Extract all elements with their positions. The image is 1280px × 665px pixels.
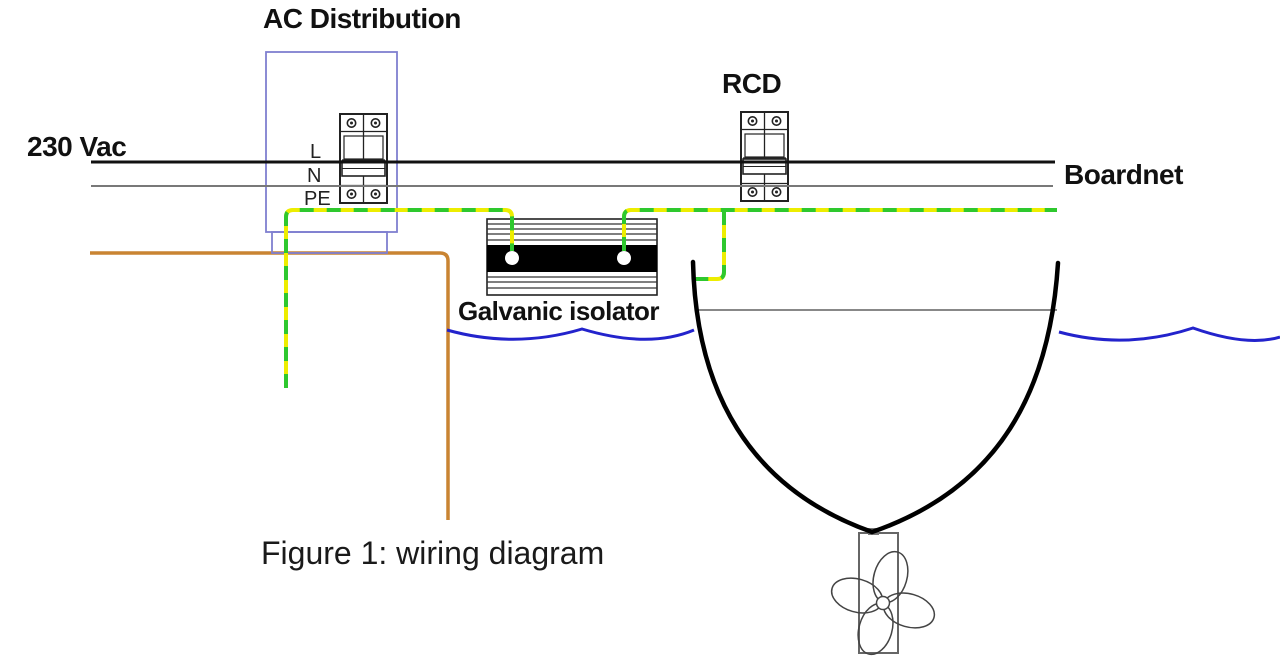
boat — [690, 259, 1061, 656]
pe-conductor-label: PE — [304, 188, 331, 210]
pe-boat-section-green — [622, 208, 1057, 251]
pe-wire — [284, 208, 1057, 388]
propeller-shaft — [858, 532, 899, 654]
waterline-left — [446, 327, 695, 341]
breaker-screw-dots — [350, 121, 377, 196]
pe-shore-section-green — [284, 208, 514, 388]
ac-distribution-enclosure — [265, 51, 398, 254]
rcd-label: RCD — [722, 68, 781, 99]
propeller-blade — [872, 550, 909, 604]
waterline — [446, 326, 1280, 342]
propeller-blade — [830, 577, 884, 614]
boardnet-label: Boardnet — [1064, 159, 1183, 190]
line-conductor-label: L — [310, 141, 321, 163]
pe-hull-bond-green — [692, 211, 726, 281]
isolator-fins-top — [487, 223, 657, 241]
rcd-breaker-device — [740, 111, 789, 202]
isolator-terminal-right — [617, 251, 631, 265]
figure-caption: Figure 1: wiring diagram — [261, 535, 604, 571]
breaker-screws — [346, 118, 381, 200]
propeller — [830, 550, 936, 656]
hull — [690, 259, 1061, 535]
pe-boat-section-yellow — [622, 208, 1057, 251]
isolator-fins-bottom — [487, 276, 657, 289]
propeller-blade — [882, 592, 936, 629]
waterline-right — [1058, 326, 1280, 342]
isolator-terminal-left — [505, 251, 519, 265]
ac-distribution-label: AC Distribution — [263, 3, 461, 34]
enclosure-base — [271, 231, 388, 254]
breaker-screw-dots — [751, 119, 778, 194]
main-breaker-device — [339, 113, 388, 204]
propeller-hub — [875, 595, 891, 611]
pe-hull-bond-yellow — [692, 211, 726, 281]
neutral-conductor-label: N — [307, 165, 321, 187]
galvanic-isolator-label: Galvanic isolator — [458, 296, 659, 326]
supply-voltage-label: 230 Vac — [27, 131, 126, 162]
dock-ground-line — [90, 251, 450, 520]
galvanic-isolator-device — [486, 218, 658, 296]
